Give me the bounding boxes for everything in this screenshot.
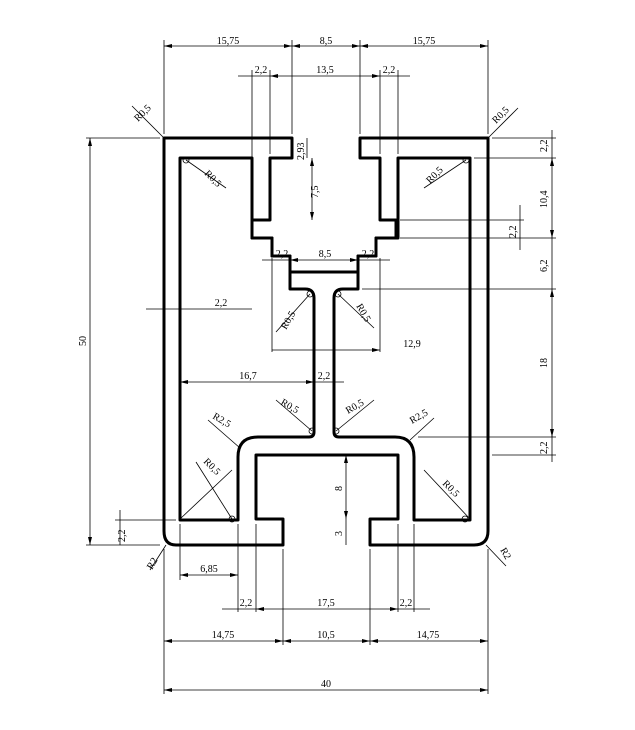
- dim-right-step: 2,2: [508, 226, 519, 239]
- fillet-marker-web-left: [306, 290, 314, 298]
- dim-right-gap: 6,2: [539, 260, 550, 273]
- leader-lines: [131, 105, 519, 571]
- fillet-marker-inner-br: [461, 515, 469, 523]
- dim-slot-right-wall: 2,2: [383, 65, 396, 76]
- extension-lines: [86, 40, 556, 694]
- dim-neck-right-wall: 2,2: [362, 249, 375, 260]
- radius-web-right: R0,5: [353, 302, 372, 324]
- dimension-lines: [89, 45, 553, 691]
- fillet-marker-web-bl: [308, 427, 316, 435]
- radius-outer-bl: R2: [145, 556, 160, 572]
- dim-right-bottom-wall: 2,2: [539, 442, 550, 455]
- arrow-heads: [88, 44, 554, 692]
- dim-top-left: 15,75: [217, 36, 240, 47]
- dim-slot-depth-b: 7,5: [310, 186, 321, 199]
- dim-right-upper: 10,4: [539, 191, 550, 209]
- dim-bottom-slot-width: 17,5: [317, 598, 335, 609]
- dim-slot-inner: 13,5: [316, 65, 334, 76]
- dim-top-right: 15,75: [413, 36, 436, 47]
- dim-top-center: 8,5: [320, 36, 333, 47]
- dim-neck-width: 8,5: [319, 249, 332, 260]
- dim-neck-left-wall: 2,2: [276, 249, 289, 260]
- profile-cavity-right: [332, 156, 472, 522]
- dim-left-wall: 2,2: [215, 298, 228, 309]
- radius-web-br: R0,5: [344, 397, 366, 416]
- radius-outer-tl: R0,5: [132, 103, 153, 124]
- radius-inner-tr: R0,5: [424, 165, 445, 186]
- dim-bottom-slot-left: 2,2: [240, 598, 253, 609]
- dim-bottom-slot-right: 2,2: [400, 598, 413, 609]
- dim-width-total: 40: [321, 679, 331, 690]
- dim-web-left: 16,7: [239, 371, 257, 382]
- radius-outer-tr: R0,5: [490, 105, 511, 126]
- fillet-marker-web-right: [334, 290, 342, 298]
- profile-cavity-left: [178, 156, 316, 522]
- dim-bottom-wall-left: 2,2: [117, 530, 128, 543]
- dim-slot-depth-a: 2,93: [296, 143, 307, 161]
- fillet-marker-web-br: [332, 427, 340, 435]
- dim-right-middle: 18: [539, 358, 550, 368]
- dim-slot-left-wall: 2,2: [255, 65, 268, 76]
- dim-foot-width: 6,85: [200, 564, 218, 575]
- dim-web-offset: 12,9: [403, 339, 421, 350]
- dim-pocket-depth: 8: [334, 486, 345, 491]
- fillet-marker-inner-bl: [228, 515, 236, 523]
- profile-outer-outline: [162, 136, 490, 547]
- radius-outer-br: R2: [497, 546, 512, 562]
- radius-web-bl: R0,5: [279, 397, 301, 416]
- radius-pocket-right: R2,5: [408, 407, 430, 426]
- radius-inner-tl: R0,5: [202, 168, 223, 189]
- fillet-marker-inner-tl: [182, 156, 190, 164]
- dim-base-center: 10,5: [317, 630, 335, 641]
- dim-base-right: 14,75: [417, 630, 440, 641]
- dim-height-total: 50: [78, 336, 89, 346]
- dim-base-left: 14,75: [212, 630, 235, 641]
- dim-right-top-wall: 2,2: [539, 140, 550, 153]
- fillet-marker-inner-tr: [462, 156, 470, 164]
- radius-inner-br: R0,5: [440, 478, 461, 499]
- radius-pocket-left: R2,5: [211, 411, 233, 430]
- dim-lip-height: 3: [334, 531, 345, 536]
- radius-web-left: R0,5: [279, 309, 298, 331]
- dim-web-thickness: 2,2: [318, 371, 331, 382]
